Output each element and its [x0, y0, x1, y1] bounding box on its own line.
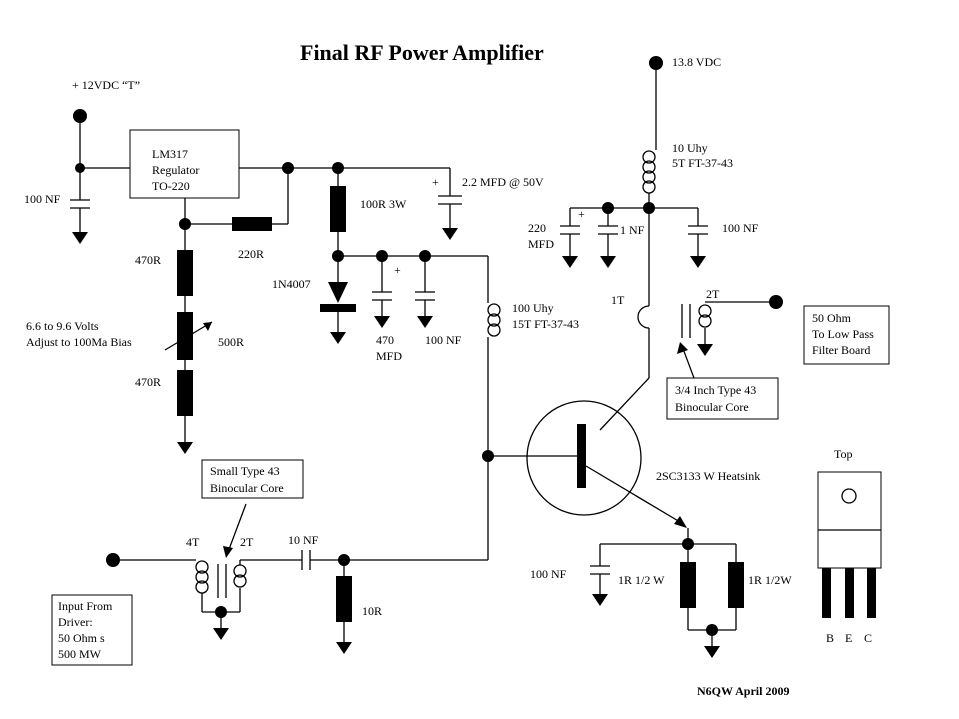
resistor-470r-top	[177, 250, 193, 296]
pin-c-label: C	[864, 631, 872, 645]
label-in-2t: 2T	[240, 535, 254, 549]
label-choke-10-a: 10 Uhy	[672, 141, 708, 155]
supply-13v8-label: 13.8 VDC	[672, 55, 721, 69]
capacitor-1nf	[598, 208, 618, 268]
resistor-1r-b	[728, 562, 744, 608]
ground-symbol	[336, 642, 352, 654]
capacitor-10nf	[301, 550, 311, 570]
label-out-2t: 2T	[706, 287, 720, 301]
label-r-220: 220R	[238, 247, 264, 261]
small-core-note-box	[201, 459, 304, 499]
label-c-10nf: 10 NF	[288, 533, 319, 547]
input-transformer-secondary	[233, 564, 247, 588]
input-transformer-primary	[195, 560, 209, 594]
label-c-2u2: 2.2 MFD @ 50V	[462, 175, 544, 189]
author-credit: N6QW April 2009	[697, 684, 789, 698]
label-r-1-a: 1R 1/2 W	[618, 573, 665, 587]
to220-package	[817, 471, 882, 618]
input-note-2: Driver:	[58, 615, 93, 629]
core-34-note-2: Binocular Core	[675, 400, 749, 414]
package-top-label: Top	[834, 447, 853, 461]
input-note-3: 50 Ohm s	[58, 631, 105, 645]
core-34-note-1: 3/4 Inch Type 43	[675, 383, 756, 397]
label-in-4t: 4T	[186, 535, 200, 549]
resistor-1r-a	[680, 562, 696, 608]
output-transformer-secondary	[698, 304, 712, 328]
output-note-3: Filter Board	[812, 343, 870, 357]
svg-text:+: +	[578, 207, 585, 221]
capacitor-470uf	[372, 256, 392, 328]
inductor-10uh	[642, 150, 656, 194]
ground-symbol	[697, 344, 713, 356]
label-pot-500: 500R	[218, 335, 244, 349]
capacitor-100nf-mid	[415, 256, 435, 328]
label-out-1t: 1T	[611, 293, 625, 307]
label-r-470-top: 470R	[135, 253, 161, 267]
output-note-2: To Low Pass	[812, 327, 874, 341]
supply-12v-label: + 12VDC “T”	[72, 78, 140, 92]
label-c-100nf-emitter: 100 NF	[530, 567, 567, 581]
diagram-title: Final RF Power Amplifier	[300, 40, 544, 65]
label-choke-10-b: 5T FT-37-43	[672, 156, 733, 170]
label-r-470-bottom: 470R	[135, 375, 161, 389]
small-core-note-2: Binocular Core	[210, 481, 284, 495]
resistor-220r	[232, 217, 272, 231]
svg-text:+: +	[432, 175, 439, 189]
ground-symbol	[213, 628, 229, 640]
label-c-220-a: 220	[528, 221, 546, 235]
capacitor-100nf-right	[688, 208, 708, 268]
capacitor-2u2	[438, 195, 462, 240]
capacitor-220uf	[560, 208, 580, 268]
transistor-2sc3133	[526, 400, 687, 528]
potentiometer-500r	[177, 312, 193, 360]
label-r-10: 10R	[362, 604, 382, 618]
label-c-1nf: 1 NF	[620, 223, 645, 237]
capacitor-100nf-emitter	[590, 544, 610, 606]
ground-symbol	[177, 442, 193, 454]
core-34-note-box	[666, 377, 779, 420]
label-r-100-3w: 100R 3W	[360, 197, 407, 211]
label-c-100nf-right: 100 NF	[722, 221, 759, 235]
label-c-470-a: 470	[376, 333, 394, 347]
input-note-1: Input From	[58, 599, 113, 613]
label-transistor: 2SC3133 W Heatsink	[656, 469, 760, 483]
resistor-100r-3w	[330, 186, 346, 232]
label-c-220-b: MFD	[528, 237, 554, 251]
label-choke-100-b: 15T FT-37-43	[512, 317, 579, 331]
ground-symbol	[72, 232, 88, 244]
small-core-note-1: Small Type 43	[210, 464, 280, 478]
bias-label-2: Adjust to 100Ma Bias	[26, 335, 132, 349]
diode-1n4007	[320, 282, 356, 312]
regulator-label-2: Regulator	[152, 163, 199, 177]
pin-b-label: B	[826, 631, 834, 645]
label-c-100nf-left: 100 NF	[24, 192, 61, 206]
rf-output-terminal	[769, 295, 783, 309]
label-choke-100-a: 100 Uhy	[512, 301, 554, 315]
inductor-100uh	[487, 303, 501, 337]
junction-dot	[179, 218, 191, 230]
ground-symbol	[704, 646, 720, 658]
output-note-1: 50 Ohm	[812, 311, 852, 325]
collector-lead	[599, 377, 650, 431]
label-r-1-b: 1R 1/2W	[748, 573, 792, 587]
input-transformer-core	[217, 564, 227, 598]
resistor-470r-bottom	[177, 370, 193, 416]
output-transformer-primary	[637, 305, 650, 329]
input-note-4: 500 MW	[58, 647, 102, 661]
output-note-box	[803, 305, 890, 365]
regulator-label-3: TO-220	[152, 179, 190, 193]
resistor-10r	[336, 576, 352, 622]
capacitor-100nf-left	[70, 199, 90, 244]
ground-symbol	[330, 332, 346, 344]
output-transformer-core	[681, 304, 691, 338]
svg-text:+: +	[394, 263, 401, 277]
regulator-label-1: LM317	[152, 147, 188, 161]
pin-e-label: E	[845, 631, 852, 645]
input-note-box	[51, 594, 133, 666]
label-c-100nf-mid: 100 NF	[425, 333, 462, 347]
bias-label-1: 6.6 to 9.6 Volts	[26, 319, 99, 333]
label-diode: 1N4007	[272, 277, 311, 291]
label-c-470-b: MFD	[376, 349, 402, 363]
